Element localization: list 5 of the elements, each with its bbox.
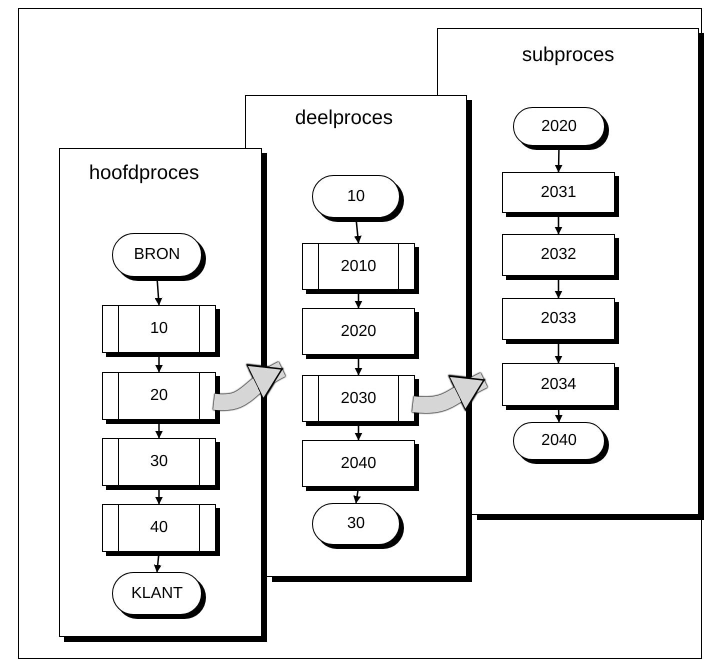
refinement-arrow [412, 372, 488, 413]
panel-title: subproces [522, 44, 614, 67]
panel-title: hoofdproces [89, 162, 200, 185]
panel-title: deelproces [295, 107, 393, 130]
refinement-arrow [213, 362, 286, 410]
